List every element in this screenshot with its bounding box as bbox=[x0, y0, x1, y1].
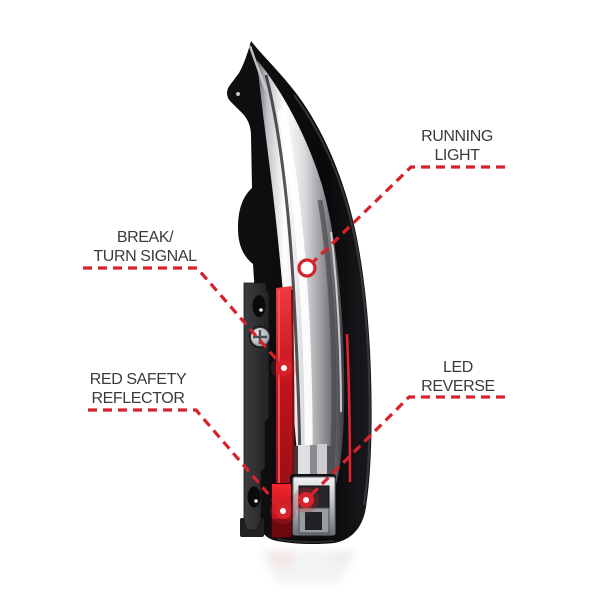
callout-line-running-light bbox=[305, 165, 505, 270]
label-line: RED SAFETY bbox=[89, 371, 187, 388]
tail-light bbox=[227, 41, 372, 545]
label-line: LED bbox=[443, 359, 473, 376]
callout-label-running-light: RUNNING LIGHT bbox=[421, 127, 493, 165]
bracket-hole-bottom bbox=[247, 486, 261, 508]
callout-label-break-turn-signal: BREAK/ TURN SIGNAL bbox=[93, 228, 197, 266]
callout-marker-led-reverse bbox=[293, 487, 319, 513]
callout-marker-break-turn-signal bbox=[271, 355, 297, 381]
callout-line-red-safety-reflector bbox=[88, 408, 285, 513]
callout-line-break-turn-signal bbox=[83, 266, 286, 370]
reflection-fade bbox=[225, 548, 400, 600]
housing-bottom-highlight bbox=[276, 538, 335, 544]
label-line: RUNNING bbox=[421, 128, 493, 145]
label-line: TURN SIGNAL bbox=[93, 248, 197, 265]
label-line: LIGHT bbox=[434, 147, 480, 164]
callout-line-led-reverse bbox=[304, 395, 505, 502]
mounting-screw bbox=[249, 326, 271, 348]
callout-label-led-reverse: LED REVERSE bbox=[421, 358, 495, 396]
callout-markers bbox=[270, 258, 319, 524]
callout-marker-running-light bbox=[297, 258, 317, 278]
label-line: BREAK/ bbox=[116, 229, 174, 246]
callout-label-red-safety-reflector: RED SAFETY REFLECTOR bbox=[89, 370, 187, 408]
bracket-hole-top bbox=[252, 295, 266, 317]
brake-turn-signal-strip bbox=[276, 286, 295, 487]
label-line: REVERSE bbox=[421, 378, 495, 395]
callout-marker-red-safety-reflector bbox=[270, 498, 296, 524]
label-line: REFLECTOR bbox=[91, 390, 185, 407]
running-light-strip bbox=[345, 333, 352, 483]
fin-screw-hole bbox=[236, 92, 240, 96]
